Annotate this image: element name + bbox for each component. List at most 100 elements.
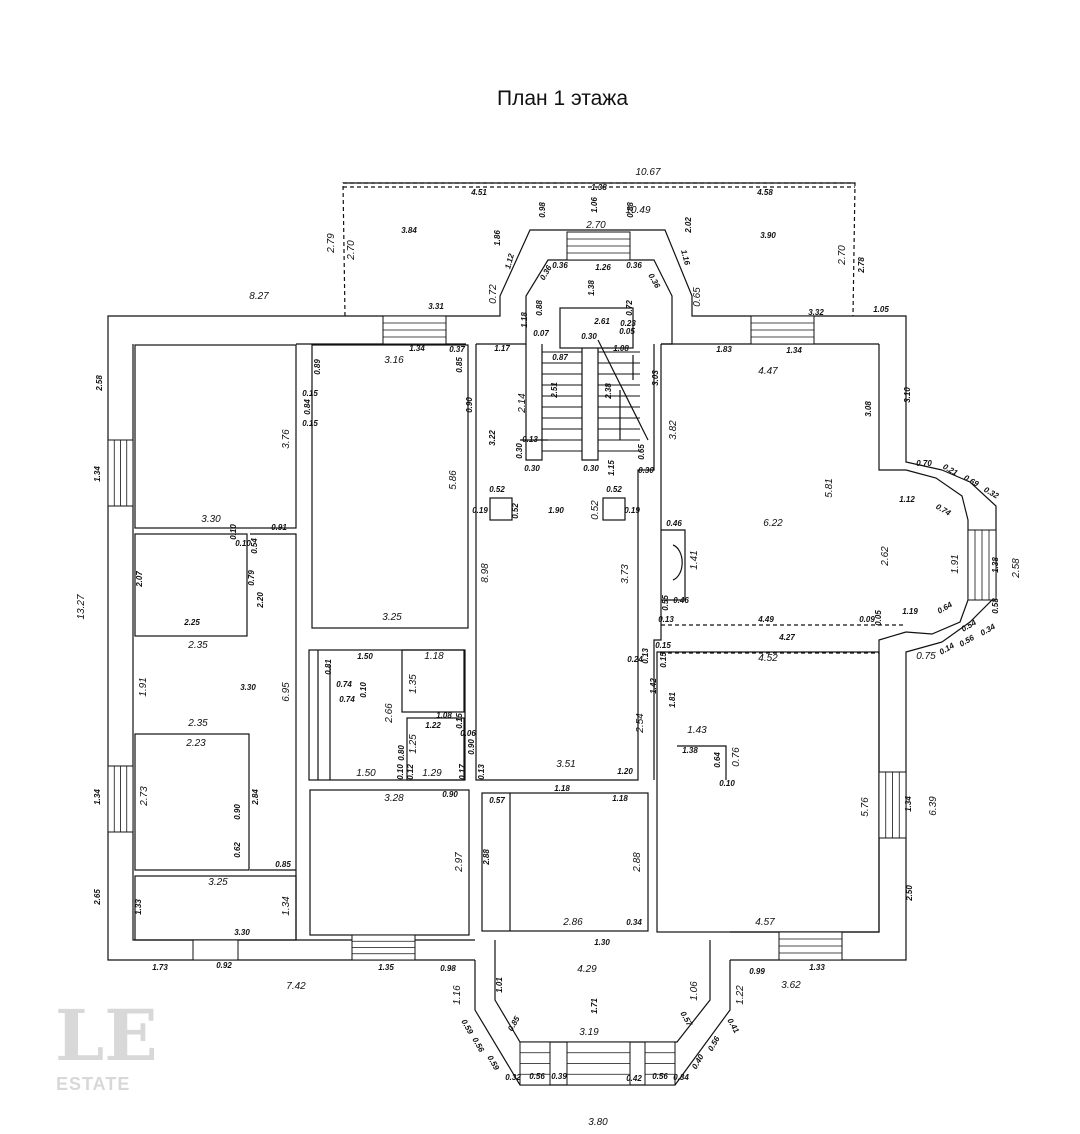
room-3-28 [309, 789, 470, 936]
dimension-label: 4.51 [470, 188, 487, 197]
dimension-label: 0.90 [467, 739, 476, 755]
dimension-label: 0.34 [626, 918, 642, 927]
dimension-label: 1.38 [682, 746, 698, 755]
dimension-label: 0.41 [725, 1017, 741, 1035]
dimension-label: 1.26 [595, 263, 611, 272]
dimension-label: 2.58 [1011, 558, 1022, 579]
inner-wall-left [132, 344, 475, 941]
dimension-label: 6.95 [281, 682, 292, 702]
dimension-label: 0.06 [460, 729, 476, 738]
dimension-label: 0.74 [339, 695, 355, 704]
dimension-label: 0.59 [485, 1054, 501, 1072]
dimension-label: 0.56 [470, 1036, 486, 1054]
dimension-label: 0.19 [472, 506, 488, 515]
dimension-label: 1.34 [93, 466, 102, 482]
dimension-label: 0.30 [524, 464, 540, 473]
dimension-label: 1.50 [357, 652, 373, 661]
dimension-label: 1.34 [904, 796, 913, 812]
dimension-label: 0.15 [302, 419, 318, 428]
dimension-label: 0.34 [673, 1073, 689, 1082]
dimension-label: 1.91 [950, 554, 961, 573]
dimension-label: 3.73 [620, 564, 631, 584]
dimension-label: 1.18 [612, 794, 628, 803]
dimension-label: 5.76 [860, 797, 871, 817]
dimension-label: 0.21 [941, 462, 959, 478]
dimension-label: 1.34 [281, 896, 292, 916]
dimension-label: 2.88 [632, 852, 643, 873]
dimension-label: 0.69 [962, 473, 980, 489]
dimension-label: 3.28 [384, 793, 404, 804]
dimension-label: 0.34 [979, 622, 997, 638]
room-3-76 [134, 344, 297, 529]
dimension-label: 0.54 [250, 538, 259, 554]
dimension-label: 1.20 [617, 767, 633, 776]
dimension-label: 2.54 [635, 713, 646, 734]
stair-landing [559, 307, 634, 349]
niche-0-64 [677, 745, 727, 780]
room-corridor-wall [250, 533, 297, 940]
dimension-label: 0.85 [275, 860, 291, 869]
dimension-label: 2.66 [384, 703, 395, 724]
dimension-label: 3.25 [382, 612, 402, 623]
dimension-label: 1.33 [134, 899, 143, 915]
dimension-label: 2.38 [604, 383, 613, 400]
inner-wall-top-center [476, 259, 673, 345]
dimension-label: 5.86 [448, 470, 459, 490]
dimension-label: 2.58 [95, 375, 104, 392]
dimension-label: 1.34 [786, 346, 802, 355]
dimension-label: 3.90 [760, 231, 776, 240]
dimension-label: 0.56 [529, 1072, 545, 1081]
dimension-label: 0.52 [489, 485, 505, 494]
dimension-label: 2.88 [482, 849, 491, 866]
dimension-label: 0.39 [551, 1072, 567, 1081]
dimension-label: 2.84 [251, 789, 260, 806]
dimension-label: 1.43 [687, 725, 707, 736]
room-2-07 [134, 533, 248, 637]
dimension-label: 2.65 [93, 889, 102, 906]
dimension-label: 0.15 [655, 641, 671, 650]
watermark-logo: LE [55, 994, 158, 1077]
dimension-label: 1.01 [495, 977, 504, 993]
hall-right-wall [653, 344, 662, 780]
dimension-label: 0.24 [627, 655, 643, 664]
dimension-label: 1.90 [548, 506, 564, 515]
dimension-label: 3.30 [240, 683, 256, 692]
watermark-brand: ESTATE [56, 1074, 130, 1094]
stair-steps [542, 351, 640, 452]
dimension-label: 0.85 [506, 1014, 522, 1032]
dimension-label: 2.73 [139, 786, 150, 807]
room-5-76 [656, 651, 880, 933]
dimension-label: 2.70 [585, 220, 606, 231]
dimension-label: 0.75 [916, 651, 936, 662]
dimension-label: 0.90 [442, 790, 458, 799]
dimension-label: 3.76 [281, 429, 292, 449]
column-left [489, 497, 513, 521]
dimension-label: 0.12 [406, 764, 415, 780]
dimension-label: 0.17 [458, 764, 467, 780]
dimension-label: 0.88 [626, 202, 635, 218]
dimension-label: 0.64 [936, 600, 954, 616]
dimension-label: 1.91 [138, 677, 149, 696]
dimension-label: 2.23 [185, 738, 206, 749]
dimension-label: 1.16 [452, 985, 463, 1005]
dimension-label: 3.32 [808, 308, 824, 317]
dimension-label: 0.59 [459, 1018, 475, 1036]
dimension-label: 1.38 [587, 280, 596, 296]
dimension-label: 0.98 [538, 202, 547, 218]
dimension-label: 0.10 [719, 779, 735, 788]
dimension-label: 0.85 [455, 357, 464, 373]
dimension-label: 3.51 [556, 759, 575, 770]
column-right [602, 497, 626, 521]
dimension-label: 4.27 [778, 633, 795, 642]
dimension-label: 1.05 [873, 305, 889, 314]
dimension-label: 1.08 [613, 344, 629, 353]
dimension-label: 10.67 [635, 167, 660, 178]
dimension-label: 10.49 [625, 205, 650, 216]
dimension-label: 1.35 [408, 674, 419, 694]
terrace-outline [342, 182, 856, 317]
dimension-label: 1.83 [716, 345, 732, 354]
fireplace [661, 529, 686, 601]
dimension-label: 0.57 [678, 1010, 694, 1028]
dimension-label: 0.52 [511, 503, 520, 519]
